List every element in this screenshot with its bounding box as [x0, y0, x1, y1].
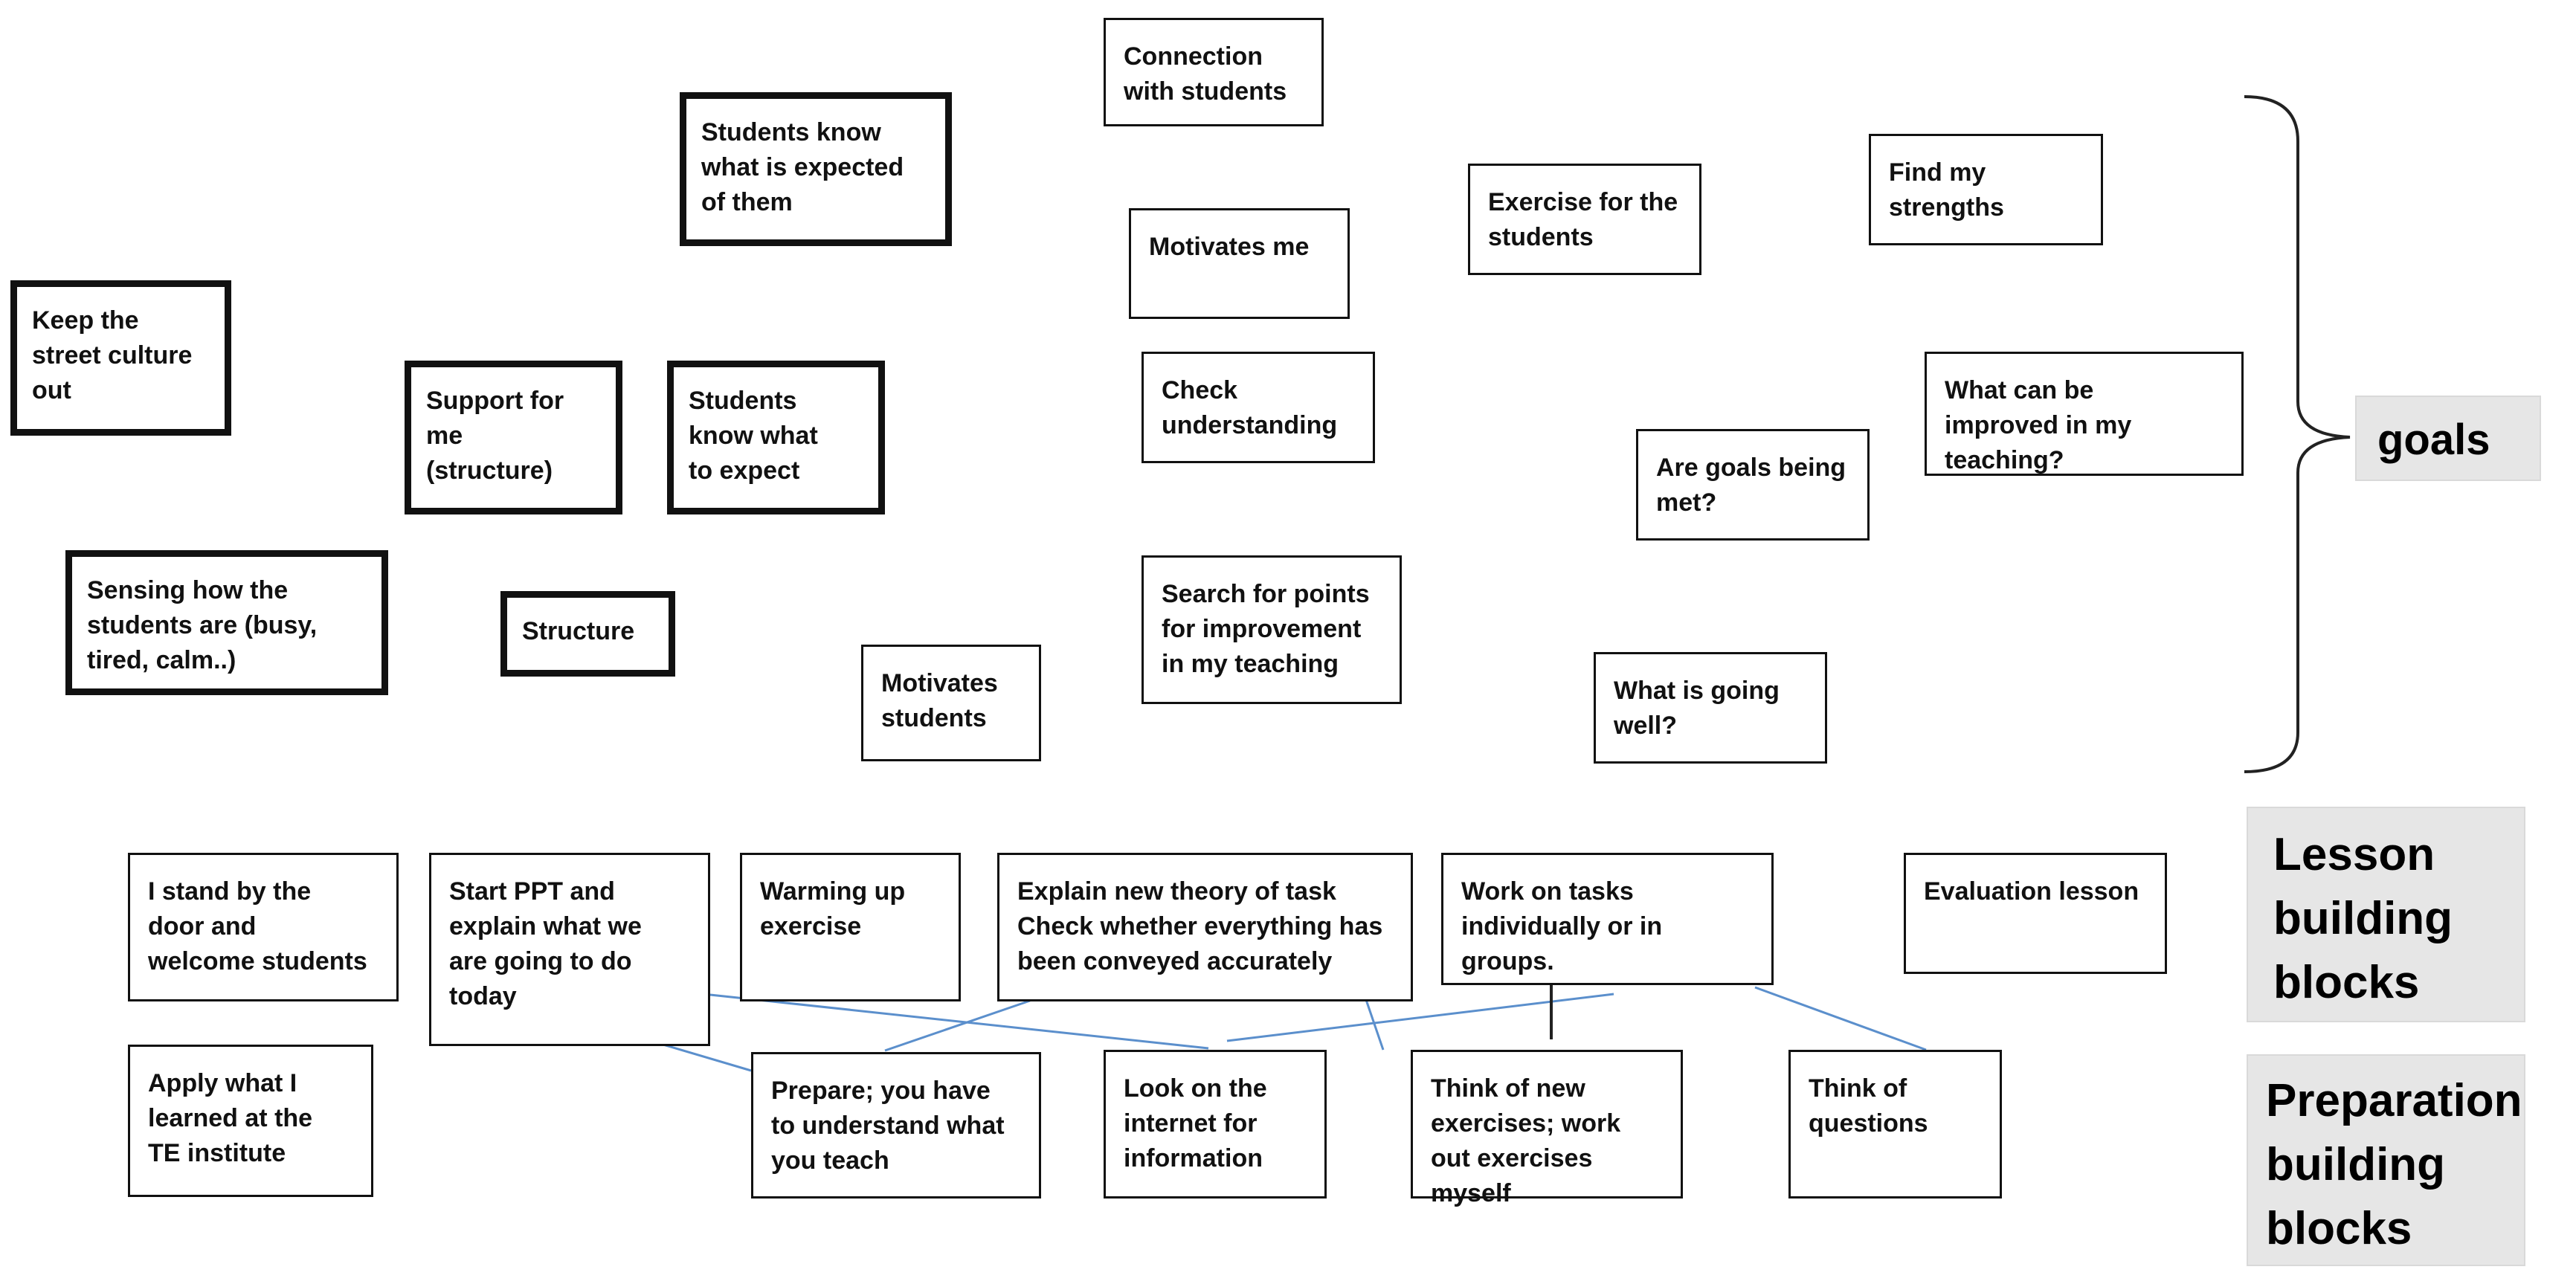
lesson-note: Explain new theory of task Check whether… — [997, 853, 1413, 1001]
lesson-note: Evaluation lesson — [1904, 853, 2167, 974]
lesson-note: Work on tasks individually or in groups. — [1441, 853, 1774, 985]
preparation-note: Apply what I learned at the TE institute — [128, 1045, 373, 1197]
preparation-building-blocks-label: Preparation building blocks — [2247, 1054, 2525, 1266]
goals-brace — [2244, 95, 2351, 773]
goal-note: Sensing how the students are (busy, tire… — [65, 550, 388, 695]
preparation-note: Prepare; you have to understand what you… — [751, 1052, 1041, 1198]
preparation-note: Look on the internet for information — [1104, 1050, 1327, 1198]
goal-note: What can be improved in my teaching? — [1925, 352, 2244, 476]
lesson-note: Start PPT and explain what we are going … — [429, 853, 710, 1046]
goal-note: Support for me (structure) — [405, 361, 622, 514]
goal-note: Check understanding — [1142, 352, 1375, 463]
goal-note: Students know what to expect — [667, 361, 885, 514]
goal-note: Search for points for improvement in my … — [1142, 555, 1402, 704]
goal-note: Are goals being met? — [1636, 429, 1870, 541]
goal-note: Find my strengths — [1869, 134, 2103, 245]
goal-note: Keep the street culture out — [10, 280, 231, 436]
connector-line — [1754, 986, 1927, 1051]
goal-note: Students know what is expected of them — [680, 92, 952, 246]
goal-note: Motivates students — [861, 645, 1041, 761]
lesson-building-blocks-label: Lesson building blocks — [2247, 807, 2525, 1022]
preparation-note: Think of questions — [1788, 1050, 2002, 1198]
lesson-note: I stand by the door and welcome students — [128, 853, 399, 1001]
goals-label: goals — [2355, 396, 2541, 481]
connector-line — [1362, 993, 1385, 1051]
lesson-note: Warming up exercise — [740, 853, 961, 1001]
goal-note: Motivates me — [1129, 208, 1350, 319]
goal-note: Exercise for the students — [1468, 164, 1701, 275]
preparation-note: Think of new exercises; work out exercis… — [1411, 1050, 1683, 1207]
goal-note: Structure — [500, 591, 675, 677]
connector-line — [709, 993, 1209, 1050]
goal-note: What is going well? — [1594, 652, 1827, 764]
connector-line — [1226, 993, 1614, 1042]
goal-note: Connection with students — [1104, 18, 1324, 126]
connector-line — [884, 999, 1031, 1052]
